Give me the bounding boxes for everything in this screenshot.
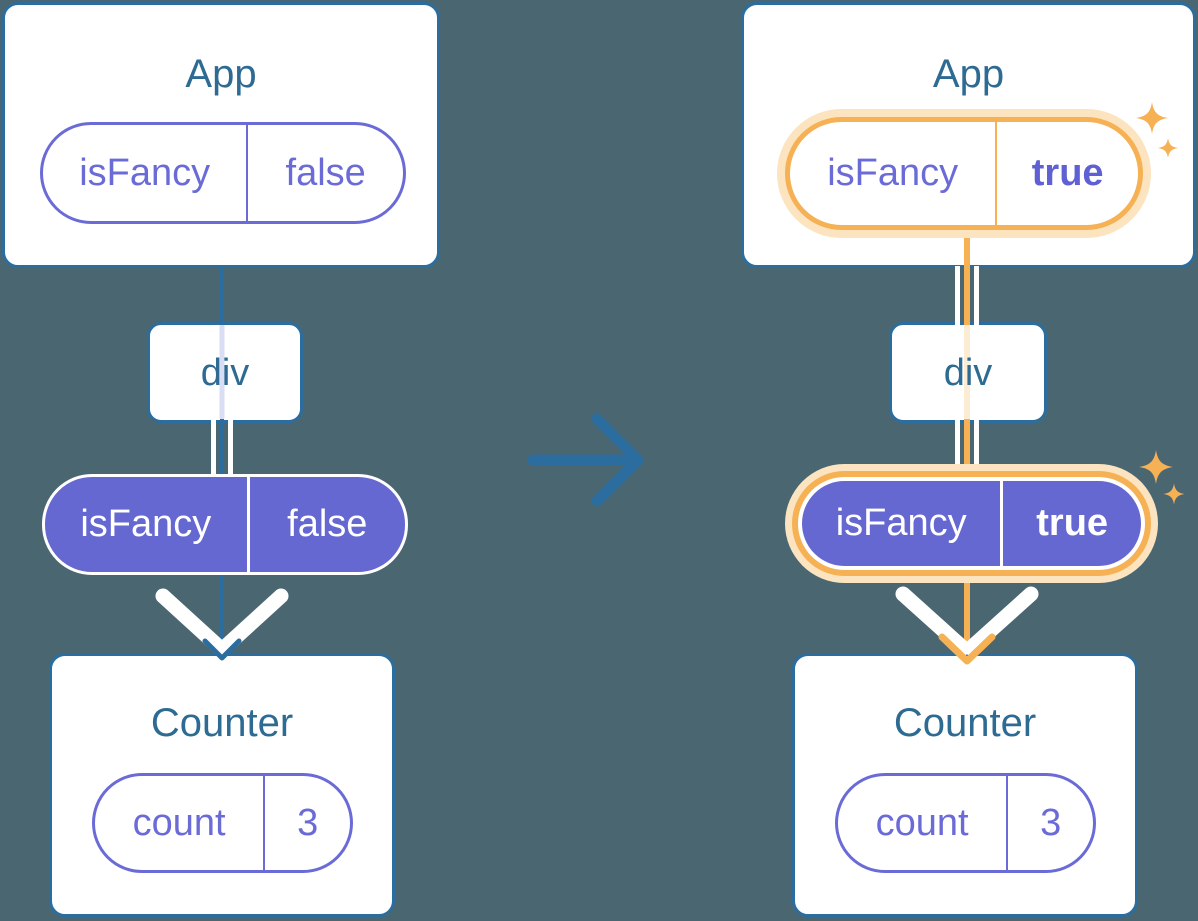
state-name: count [838, 776, 1009, 870]
prop-value: false [285, 151, 366, 194]
app-title-right: App [932, 52, 1005, 96]
prop-name: isFancy [790, 122, 998, 225]
app-prop-pill-left: isFancy false [40, 122, 406, 224]
div-label-left: div [200, 352, 250, 394]
state-value: 3 [1040, 801, 1062, 844]
prop-name: isFancy [43, 125, 249, 221]
counter-title-right: Counter [893, 701, 1037, 745]
prop-value: true [1036, 502, 1109, 544]
counter-state-pill-right: count 3 [835, 773, 1096, 873]
counter-title-left: Counter [150, 701, 294, 745]
prop-value: false [287, 503, 368, 545]
state-value: 3 [297, 801, 319, 844]
arrow-right-icon [527, 413, 644, 507]
passed-prop-pill-left: isFancy false [42, 474, 408, 575]
state-name: count [95, 776, 266, 870]
passed-prop-pill-right: isFancy true [798, 477, 1145, 570]
prop-name: isFancy [45, 477, 250, 572]
sparkle-icon [1139, 450, 1173, 484]
sparkle-icon [1163, 483, 1185, 505]
white-chevron-left [155, 588, 289, 656]
div-label-right: div [943, 352, 993, 394]
counter-state-pill-left: count 3 [92, 773, 353, 873]
white-chevron-right [895, 586, 1039, 656]
app-title-left: App [185, 52, 257, 96]
prop-name: isFancy [802, 481, 1004, 566]
div-card-left [147, 322, 303, 423]
prop-value: true [1031, 152, 1104, 194]
app-prop-pill-right: isFancy true [785, 117, 1143, 230]
